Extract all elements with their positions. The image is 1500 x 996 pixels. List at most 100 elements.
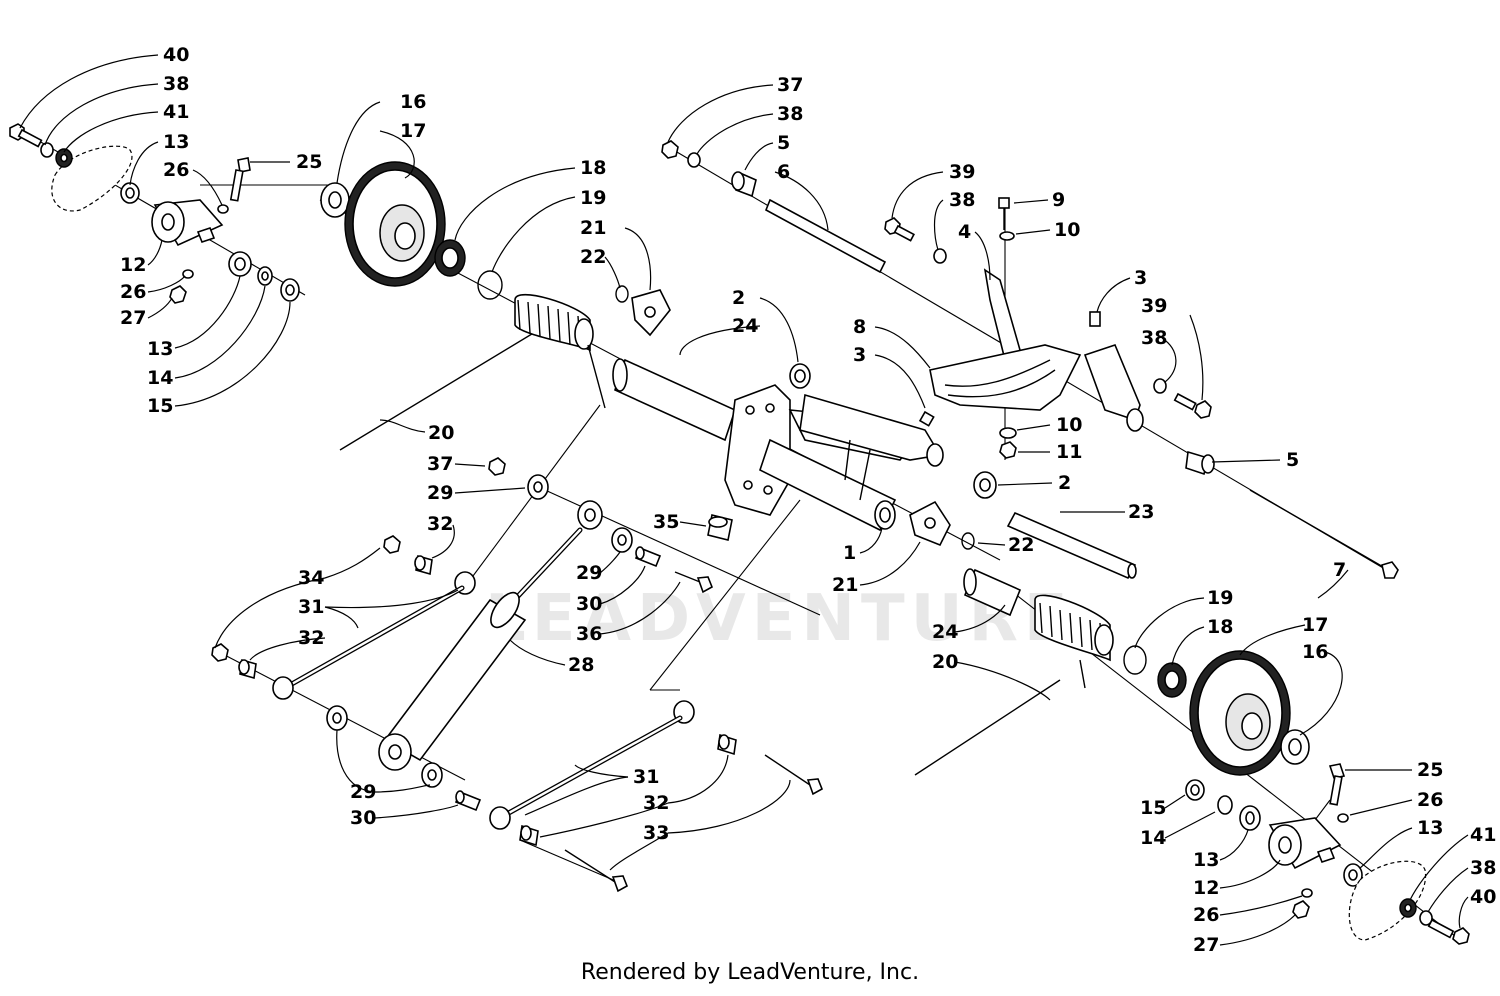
callout-30: 30: [350, 807, 376, 829]
callout-41: 41: [1470, 824, 1496, 846]
bolt-40-right: [1427, 918, 1470, 945]
callout-7: 7: [1333, 559, 1346, 581]
callout-12: 12: [120, 254, 146, 276]
bushing-32-lower: [519, 824, 539, 847]
tube-23: [1006, 511, 1137, 580]
washer-26-right-bottom: [1301, 888, 1313, 898]
bearing-18-left: [434, 239, 466, 277]
nut-27-right: [1292, 900, 1310, 919]
bushing-32-right: [717, 733, 737, 756]
bolt-36: [674, 571, 714, 594]
callout-40: 40: [163, 44, 189, 66]
callout-27: 27: [120, 307, 146, 329]
spacer-16-left: [320, 182, 350, 218]
callout-38: 38: [949, 189, 975, 211]
callout-24: 24: [732, 315, 758, 337]
grease-fitting-3-center: [918, 410, 935, 427]
callout-33: 33: [643, 822, 669, 844]
bushing-29-mid: [611, 527, 633, 553]
callout-39: 39: [949, 161, 975, 183]
rail-plate-dashed: [51, 145, 133, 212]
left-idler-wheel-group: [9, 123, 503, 304]
bolt-9: [998, 197, 1010, 230]
bolt-33-lower: [564, 849, 629, 893]
callout-19: 19: [580, 187, 606, 209]
callout-13: 13: [1193, 849, 1219, 871]
callout-30: 30: [576, 593, 602, 615]
bolt-40-left: [9, 123, 43, 148]
bushing-13-right-left: [1239, 805, 1261, 831]
callout-18: 18: [580, 157, 606, 179]
callout-1: 1: [843, 542, 856, 564]
washer-38-mid: [933, 248, 947, 264]
callout-25: 25: [296, 151, 322, 173]
callout-17: 17: [1302, 614, 1328, 636]
callout-32: 32: [643, 792, 669, 814]
callout-37: 37: [777, 74, 803, 96]
bushing-15-left: [280, 278, 300, 302]
callout-38: 38: [777, 103, 803, 125]
bushing-29-lower-left: [326, 705, 348, 731]
washer-14-right: [1217, 795, 1233, 815]
rear-shaft-assembly: [661, 140, 1399, 580]
nut-27-left: [169, 285, 187, 304]
callout-25: 25: [1417, 759, 1443, 781]
snap-ring-19-left: [477, 270, 503, 300]
callout-2: 2: [1058, 472, 1071, 494]
callout-17: 17: [400, 120, 426, 142]
bolt-39-right-head: [1194, 400, 1212, 419]
bushing-35: [707, 514, 733, 541]
bushing-2-upper: [789, 363, 811, 389]
callout-12: 12: [1193, 877, 1219, 899]
callout-15: 15: [147, 395, 173, 417]
tube-6: [764, 198, 887, 274]
washer-10-top: [999, 231, 1015, 241]
washer-38-right-lower: [1419, 910, 1433, 926]
nut-11: [999, 441, 1017, 459]
bushing-29-lower-right: [421, 762, 443, 788]
bearing-18-right: [1157, 662, 1187, 698]
right-idler-hardware: [1185, 763, 1470, 945]
bushing-2-lower: [973, 471, 997, 499]
callout-19: 19: [1207, 587, 1233, 609]
spacer-16-right: [1280, 729, 1310, 765]
washer-26-left-top: [217, 204, 229, 214]
link-31-lower: [489, 700, 695, 830]
torsion-spring-20-right: [914, 594, 1114, 776]
callout-26: 26: [163, 159, 189, 181]
nut-34-lower: [211, 643, 229, 662]
callout-16: 16: [400, 91, 426, 113]
callout-15: 15: [1140, 797, 1166, 819]
washer-38-left: [40, 142, 54, 158]
callout-37: 37: [427, 453, 453, 475]
callout-4: 4: [958, 221, 971, 243]
callout-13: 13: [147, 338, 173, 360]
link-31-upper: [272, 571, 476, 700]
bushing-13-left-top: [120, 182, 140, 204]
rail-plate-dashed-right: [1348, 860, 1427, 941]
callout-26: 26: [120, 281, 146, 303]
washer-10-bottom: [999, 427, 1017, 439]
bushing-32-upper: [414, 554, 433, 576]
long-bolt-7: [1249, 489, 1399, 579]
callout-38: 38: [1141, 327, 1167, 349]
nut-34-upper: [383, 535, 401, 554]
callout-39: 39: [1141, 295, 1167, 317]
spring-block-21-upper: [631, 289, 671, 337]
callout-26: 26: [1193, 904, 1219, 926]
footer-credit: Rendered by LeadVenture, Inc.: [580, 960, 920, 985]
callout-20: 20: [428, 422, 454, 444]
leader-lines: [19, 54, 1469, 946]
grease-fitting-3-top: [1089, 311, 1101, 327]
washer-38-right-upper: [1153, 378, 1167, 394]
callout-5: 5: [777, 132, 790, 154]
callout-31: 31: [633, 766, 659, 788]
callout-11: 11: [1056, 441, 1082, 463]
bolt-33-upper: [764, 754, 824, 796]
callout-labels: 40 38 41 13 26 25 12 26 27 13 14 15 16 1…: [120, 44, 1496, 956]
bushing-32-mid: [238, 658, 257, 680]
callout-6: 6: [777, 161, 790, 183]
bushing-13-left-bottom: [228, 251, 252, 277]
callout-3: 3: [853, 344, 866, 366]
